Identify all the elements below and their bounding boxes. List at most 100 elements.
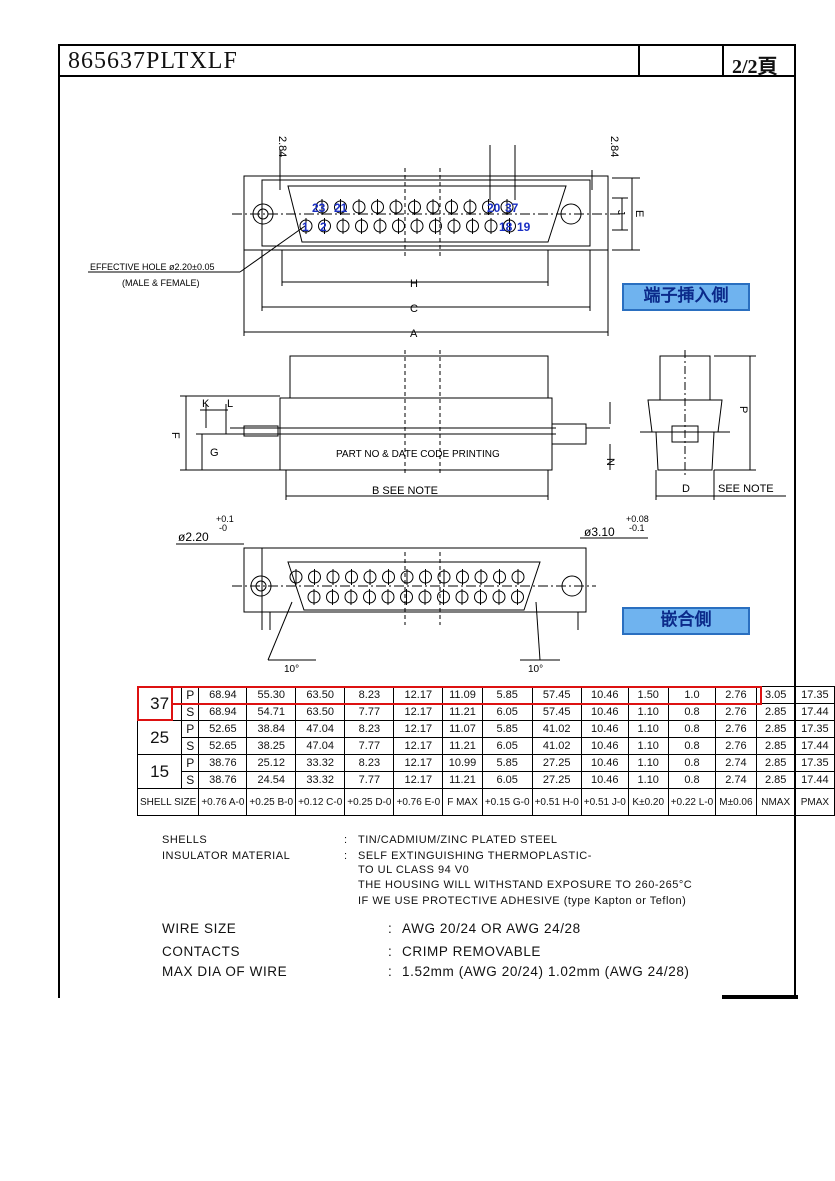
dimension-cell: 11.07 [442, 720, 483, 738]
dimension-cell: 11.21 [442, 771, 483, 789]
dimension-cell: 7.77 [344, 737, 395, 755]
dimension-cell: 10.46 [580, 754, 629, 772]
header-cell: NMAX [755, 788, 796, 816]
part-no-note: PART NO & DATE CODE PRINTING [336, 449, 500, 460]
dimension-cell: 1.10 [627, 737, 669, 755]
see-note: SEE NOTE [718, 483, 774, 495]
angle-right: 10° [528, 664, 543, 675]
dimension-cell: 0.8 [667, 720, 717, 738]
dimension-cell: 0.8 [667, 771, 717, 789]
dimension-cell: 2.85 [755, 771, 796, 789]
header-cell: SHELL SIZE [136, 788, 200, 816]
dim-j: J [615, 210, 626, 215]
effective-hole-note: EFFECTIVE HOLE ø2.20±0.05 [90, 262, 214, 272]
dimension-cell: 17.35 [794, 686, 835, 704]
header-cell: K±0.20 [627, 788, 669, 816]
mating-view [176, 537, 648, 661]
contact-type-cell: S [181, 737, 200, 755]
mating-side-badge: 嵌合側 [622, 607, 750, 635]
dimension-cell: 57.45 [531, 703, 582, 721]
bottom-rule [722, 995, 798, 999]
colon: : [388, 964, 393, 979]
dimension-cell: 8.23 [344, 720, 395, 738]
dimension-cell: 2.85 [755, 737, 796, 755]
title-divider [722, 46, 724, 75]
dimension-cell: 63.50 [295, 703, 346, 721]
pin-label: 1 [302, 220, 309, 234]
terminal-side-badge: 端子挿入側 [622, 283, 750, 311]
pin-label: 20 [487, 201, 501, 215]
dimension-cell: 1.50 [627, 686, 669, 704]
dimension-cell: 2.76 [715, 720, 757, 738]
shells-value: TIN/CADMIUM/ZINC PLATED STEEL [358, 834, 558, 846]
dimension-cell: 38.76 [198, 754, 248, 772]
shell-outline [243, 175, 609, 251]
colon: : [388, 921, 393, 936]
shells-label: SHELLS [162, 834, 208, 846]
pin-label: 37 [505, 201, 519, 215]
dimension-cell: 24.54 [246, 771, 297, 789]
insulator-line: SELF EXTINGUISHING THERMOPLASTIC- [358, 850, 592, 862]
dimension-cell: 17.44 [794, 771, 835, 789]
contact-type-cell: S [181, 703, 200, 721]
dim-l: L [227, 398, 233, 410]
contacts-label: CONTACTS [162, 944, 241, 959]
insulator-label: INSULATOR MATERIAL [162, 850, 291, 862]
top-view [88, 145, 640, 336]
dimension-cell: 5.85 [481, 720, 533, 738]
dimension-cell: 2.85 [755, 754, 796, 772]
b-see-note: B SEE NOTE [372, 485, 438, 497]
male-female-note: (MALE & FEMALE) [122, 278, 200, 288]
angle-left: 10° [284, 664, 299, 675]
max-dia-value: 1.52mm (AWG 20/24) 1.02mm (AWG 24/28) [402, 964, 690, 979]
highlight-shell-37 [137, 686, 173, 721]
title-divider [638, 46, 640, 75]
header-cell: +0.76 E-0 [393, 788, 444, 816]
dimension-cell: 38.76 [198, 771, 248, 789]
dimension-cell: 12.17 [393, 703, 444, 721]
dimension-cell: 1.10 [627, 754, 669, 772]
header-cell: +0.25 D-0 [344, 788, 395, 816]
dimension-cell: 33.32 [295, 754, 346, 772]
dimension-cell: 12.17 [393, 720, 444, 738]
dia-right: ø3.10 [584, 525, 615, 539]
dimension-cell: 2.85 [755, 703, 796, 721]
dimension-cell: 6.05 [481, 703, 533, 721]
dimension-cell: 2.74 [715, 771, 757, 789]
dimension-cell: 17.44 [794, 703, 835, 721]
dimension-cell: 12.17 [393, 754, 444, 772]
part-number-title: 865637PLTXLF [68, 48, 238, 74]
dimension-cell: 17.35 [794, 720, 835, 738]
dimension-cell: 52.65 [198, 720, 248, 738]
dimension-cell: 10.46 [580, 703, 629, 721]
header-cell: +0.12 C-0 [295, 788, 346, 816]
dimension-cell: 7.77 [344, 771, 395, 789]
contact-type-cell: S [181, 771, 200, 789]
dimension-cell: 17.35 [794, 754, 835, 772]
contacts-value: CRIMP REMOVABLE [402, 944, 542, 959]
max-dia-label: MAX DIA OF WIRE [162, 964, 288, 979]
dimension-cell: 11.21 [442, 737, 483, 755]
dimension-cell: 41.02 [531, 737, 582, 755]
header-cell: +0.76 A-0 [198, 788, 248, 816]
pin-label: 19 [517, 220, 531, 234]
header-cell: +0.51 H-0 [531, 788, 582, 816]
dimension-cell: 0.8 [667, 703, 717, 721]
insulator-outline [287, 185, 567, 243]
insulator-line: THE HOUSING WILL WITHSTAND EXPOSURE TO 2… [358, 879, 693, 891]
dim-h: H [410, 278, 418, 290]
dimension-cell: 6.05 [481, 737, 533, 755]
tol-left-minus: -0 [219, 523, 227, 533]
header-cell: M±0.06 [715, 788, 757, 816]
dimension-cell: 52.65 [198, 737, 248, 755]
dim-e: E [633, 210, 645, 217]
dimension-cell: 17.44 [794, 737, 835, 755]
dimension-cell: 0.8 [667, 737, 717, 755]
dimension-cell: 25.12 [246, 754, 297, 772]
dim-c: C [410, 303, 418, 315]
end-view [640, 350, 786, 500]
dimension-cell: 63.50 [295, 686, 346, 704]
